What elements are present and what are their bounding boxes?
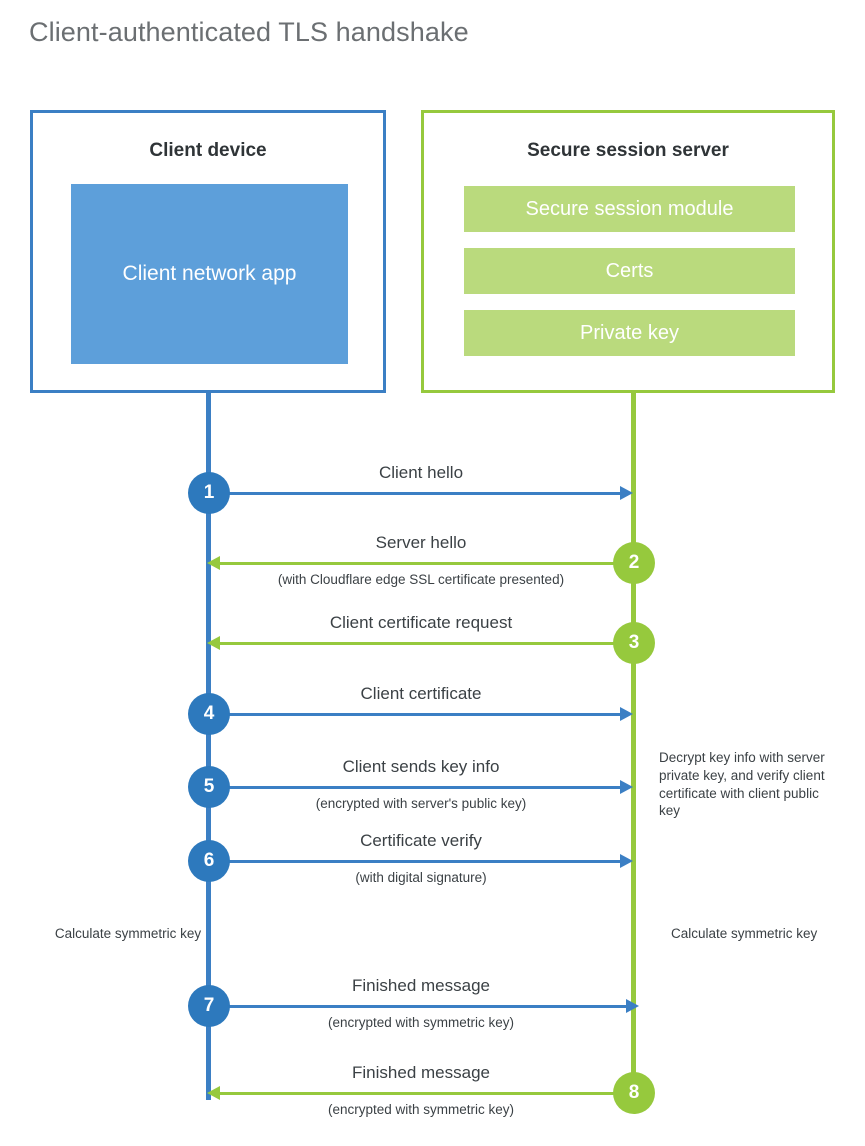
client-network-app-block: Client network app — [71, 184, 348, 364]
arrow-line-1 — [206, 492, 624, 495]
step-circle-2: 2 — [613, 542, 655, 584]
arrow-line-8 — [219, 1092, 634, 1095]
server-block-private-key: Private key — [464, 310, 795, 356]
page-title: Client-authenticated TLS handshake — [29, 17, 469, 47]
note-decrypt-key-info: Decrypt key info with server private key… — [659, 750, 825, 819]
arrow-head-4 — [620, 707, 633, 721]
arrow-line-6 — [206, 860, 624, 863]
message-label-4: Client certificate — [360, 684, 482, 703]
message-sublabel-8: (encrypted with symmetric key) — [327, 1102, 515, 1117]
message-label-5: Client sends key info — [342, 757, 500, 776]
step-circle-4: 4 — [188, 693, 230, 735]
step-circle-5: 5 — [188, 766, 230, 808]
client-lifeline — [206, 393, 211, 1100]
secure-session-server-box: Secure session server Secure session mod… — [421, 110, 835, 393]
message-label-1: Client hello — [378, 463, 464, 482]
arrow-head-1 — [620, 486, 633, 500]
secure-session-server-title: Secure session server — [527, 140, 729, 161]
arrow-head-3 — [207, 636, 220, 650]
message-sublabel-2: (with Cloudflare edge SSL certificate pr… — [277, 572, 565, 587]
arrow-head-5 — [620, 780, 633, 794]
message-sublabel-6: (with digital signature) — [355, 870, 487, 885]
arrow-head-2 — [207, 556, 220, 570]
client-device-title: Client device — [149, 140, 267, 161]
step-circle-1: 1 — [188, 472, 230, 514]
arrow-head-8 — [207, 1086, 220, 1100]
server-block-certs: Certs — [464, 248, 795, 294]
step-circle-6: 6 — [188, 840, 230, 882]
step-circle-8: 8 — [613, 1072, 655, 1114]
arrow-line-2 — [219, 562, 634, 565]
server-lifeline — [631, 393, 636, 1100]
step-circle-3: 3 — [613, 622, 655, 664]
message-label-2: Server hello — [375, 533, 467, 552]
message-sublabel-7: (encrypted with symmetric key) — [327, 1015, 515, 1030]
message-label-8: Finished message — [352, 1063, 490, 1082]
arrow-line-7 — [206, 1005, 630, 1008]
client-device-box: Client device Client network app — [30, 110, 386, 393]
arrow-line-5 — [206, 786, 624, 789]
arrow-head-6 — [620, 854, 633, 868]
server-block-secure-session-module: Secure session module — [464, 186, 795, 232]
message-label-3: Client certificate request — [329, 613, 513, 632]
arrow-head-7 — [626, 999, 639, 1013]
arrow-line-4 — [206, 713, 624, 716]
note-calculate-symmetric-key-client: Calculate symmetric key — [54, 926, 202, 941]
note-calculate-symmetric-key-server: Calculate symmetric key — [671, 926, 818, 941]
arrow-line-3 — [219, 642, 634, 645]
message-sublabel-5: (encrypted with server's public key) — [315, 796, 527, 811]
message-label-6: Certificate verify — [360, 831, 482, 850]
step-circle-7: 7 — [188, 985, 230, 1027]
message-label-7: Finished message — [352, 976, 490, 995]
